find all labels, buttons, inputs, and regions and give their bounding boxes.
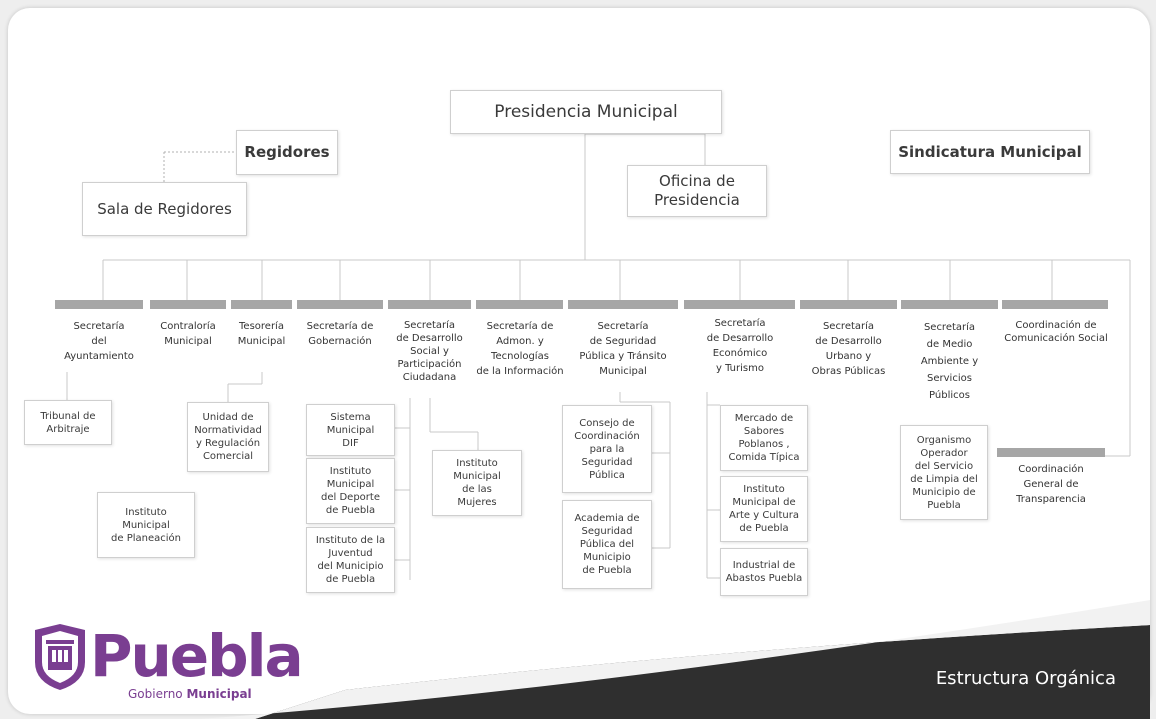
gobierno-municipal-label: Gobierno Municipal [128,687,252,701]
abastos-box: Industrial de Abastos Puebla [720,548,808,596]
dept-bar-gobernacion [297,300,383,309]
dept-bar-tesoreria [231,300,292,309]
footer-title: Estructura Orgánica [935,668,1116,689]
dept-bar-medio-ambiente [901,300,998,309]
consejo-box: Consejo de Coordinación para la Segurida… [562,405,652,493]
oficina-presidencia-box: Oficina de Presidencia [627,165,767,217]
puebla-logo-word: Puebla [90,622,304,690]
dept-bar-seguridad [568,300,678,309]
puebla-crest-icon [35,624,85,690]
transparencia-label: Coordinación General de Transparencia [1016,464,1086,505]
dept-comunicacion: Coordinación de Comunicación Social [1004,320,1108,344]
mercado-box: Mercado de Sabores Poblanos , Comida Típ… [720,405,808,471]
dept-bar-desarrollo-social [388,300,471,309]
dept-bar-ayuntamiento [55,300,143,309]
dept-medio-ambiente: Secretaría de Medio Ambiente y Servicios… [920,322,979,401]
dept-desarrollo-social: Secretaría de Desarrollo Social y Partic… [396,320,463,383]
dept-urbano: Secretaría de Desarrollo Urbano y Obras … [811,321,886,377]
academia-box: Academia de Seguridad Pública del Munici… [562,500,652,589]
dept-seguridad: Secretaría de Seguridad Pública y Tránsi… [579,321,667,377]
dept-bar-contraloria [150,300,226,309]
dept-economico: Secretaría de Desarrollo Económico y Tur… [706,318,774,374]
dept-bar-comunicacion [1002,300,1108,309]
sindicatura-box: Sindicatura Municipal [890,130,1090,174]
dept-ayuntamiento: Secretaría del Ayuntamiento [64,321,134,362]
normatividad-box: Unidad de Normatividad y Regulación Come… [187,402,269,472]
dept-bar-economico [684,300,795,309]
presidencia-box: Presidencia Municipal [450,90,722,134]
juventud-box: Instituto de la Juventud del Municipio d… [306,527,395,593]
dept-bar-urbano [800,300,897,309]
arte-box: Instituto Municipal de Arte y Cultura de… [720,476,808,542]
transparencia-bar [997,448,1105,457]
mujeres-box: Instituto Municipal de las Mujeres [432,450,522,516]
sala-regidores-box: Sala de Regidores [82,182,247,236]
limpia-box: Organismo Operador del Servicio de Limpi… [900,425,988,520]
regidores-box: Regidores [236,130,338,175]
dept-bar-admon [476,300,563,309]
dept-admon: Secretaría de Admon. y Tecnologías de la… [476,321,564,377]
dept-contraloria: Contraloría Municipal [160,321,216,347]
dif-box: Sistema Municipal DIF [306,404,395,456]
deporte-box: Instituto Municipal del Deporte de Puebl… [306,458,395,524]
planeacion-box: Instituto Municipal de Planeación [97,492,195,558]
tribunal-box: Tribunal de Arbitraje [24,400,112,445]
dept-tesoreria: Tesorería Municipal [237,321,286,347]
dept-gobernacion: Secretaría de Gobernación [306,321,374,347]
